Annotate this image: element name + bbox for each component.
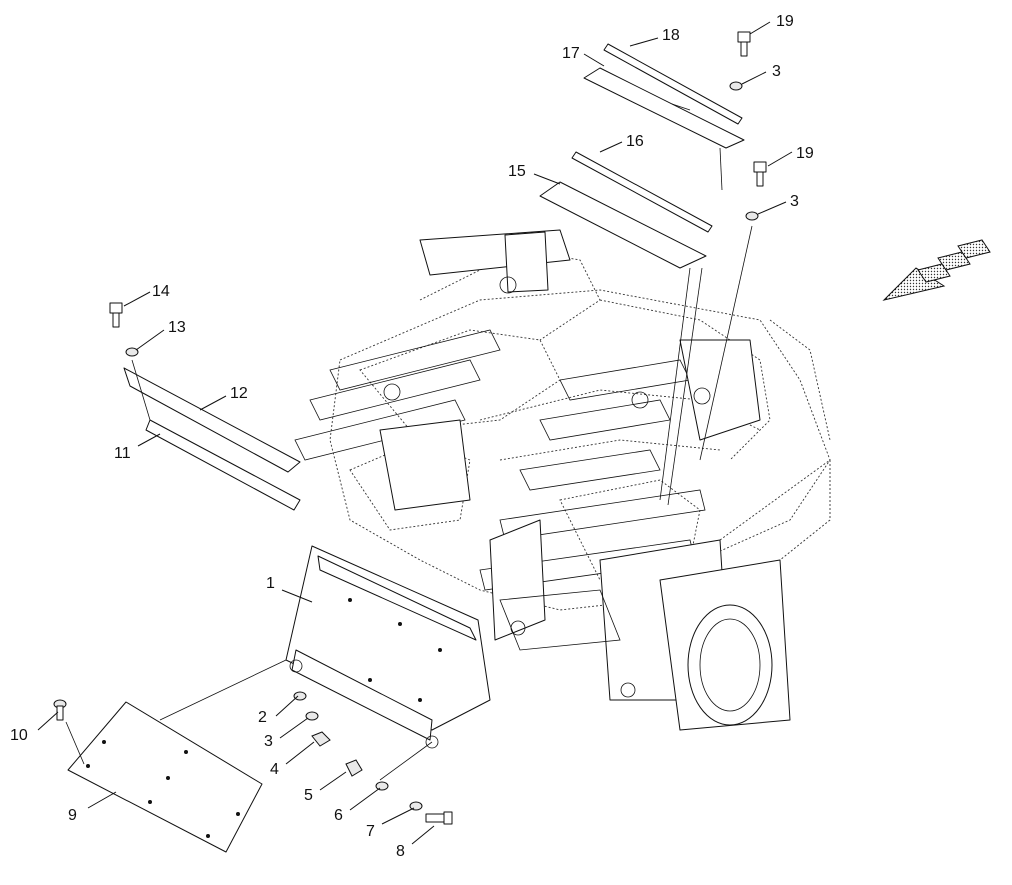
bolt-10-line (65, 721, 85, 765)
callout-9: 9 (68, 807, 77, 824)
machine-frame (294, 229, 831, 731)
leader-lines (37, 21, 793, 845)
callout-3-lower: 3 (264, 733, 273, 750)
callout-10: 10 (10, 727, 28, 744)
callout-3-upper: 3 (772, 63, 781, 80)
callout-13: 13 (168, 319, 186, 336)
callout-19-upper: 19 (776, 13, 794, 30)
nut-4 (311, 731, 331, 747)
callout-4: 4 (270, 761, 279, 778)
guard-1 (285, 545, 491, 749)
callout-6: 6 (334, 807, 343, 824)
callout-5: 5 (304, 787, 313, 804)
callout-19-lower: 19 (796, 145, 814, 162)
washer-13 (125, 347, 139, 357)
washer-6 (375, 781, 389, 791)
callout-2: 2 (258, 709, 267, 726)
guard-leader-b (379, 741, 433, 781)
callout-16: 16 (626, 133, 644, 150)
plate-12 (123, 367, 301, 473)
bolt-10 (53, 699, 67, 721)
callout-1: 1 (266, 575, 275, 592)
plate-15 (539, 181, 707, 269)
callout-7: 7 (366, 823, 375, 840)
callout-8: 8 (396, 843, 405, 860)
bolt-8 (425, 811, 453, 825)
hardware-line-mid-c (699, 225, 753, 461)
bolt-19-lower (753, 161, 767, 187)
callout-3-mid: 3 (790, 193, 799, 210)
callout-14: 14 (152, 283, 170, 300)
mounting-holes (86, 598, 442, 838)
callout-18: 18 (662, 27, 680, 44)
washer-3-upper (729, 81, 743, 91)
guard-leader-a (159, 659, 287, 721)
washer-3-lower (305, 711, 319, 721)
plate-9 (67, 701, 263, 853)
leader-line-11-12 (131, 359, 151, 421)
plate-16 (571, 151, 713, 233)
callout-11: 11 (114, 445, 131, 462)
plate-18 (603, 43, 743, 125)
callout-15: 15 (508, 163, 526, 180)
callout-17: 17 (562, 45, 580, 62)
callouts: 1 2 3 4 5 6 7 8 9 10 11 12 13 14 15 16 1… (10, 13, 814, 860)
bolt-19-upper (737, 31, 751, 57)
washer-2 (293, 691, 307, 701)
hardware-line-mid-a (659, 267, 691, 501)
plate-11 (145, 419, 301, 511)
hardware-line-upper (719, 147, 723, 191)
bolt-14 (109, 302, 123, 328)
hardware-line-mid-b (667, 267, 703, 506)
washer-3-mid (745, 211, 759, 221)
nut-5 (345, 759, 363, 777)
direction-arrow-icon (882, 239, 991, 301)
plate-17 (583, 67, 745, 149)
callout-12: 12 (230, 385, 248, 402)
